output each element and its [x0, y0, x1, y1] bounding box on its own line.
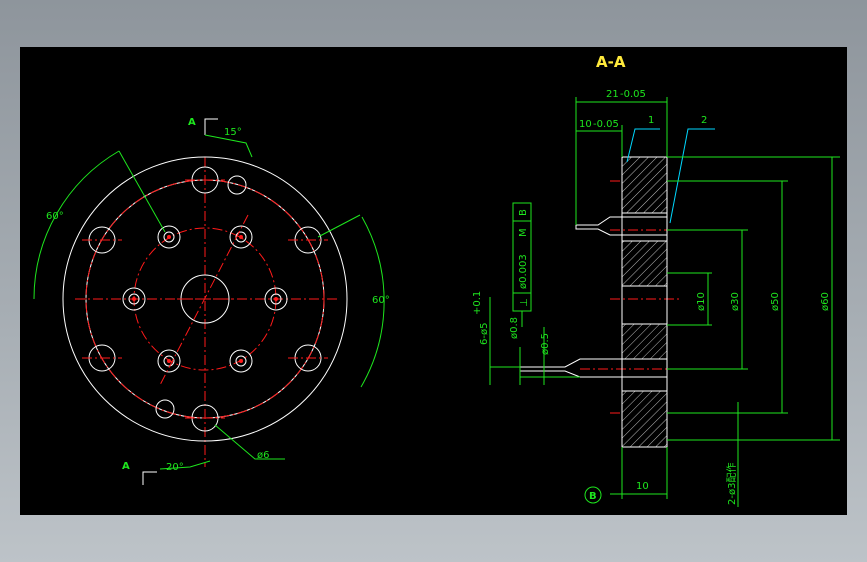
pin-hole-top	[227, 175, 247, 195]
dim-05: ø0.5	[540, 333, 551, 355]
angle-right-label: 60°	[372, 295, 390, 306]
dim-21: 21	[606, 89, 619, 100]
dia-30: ø30	[730, 292, 741, 311]
dia-10: ø10	[696, 292, 707, 311]
hole-dia-label: ø6	[257, 450, 269, 461]
section-title: A-A	[596, 53, 626, 71]
pin-hole-bottom	[155, 399, 175, 419]
nozzle-bottom	[519, 358, 668, 378]
dia-50: ø50	[770, 292, 781, 311]
section-mark-top: A	[188, 117, 196, 128]
tol-datum: B	[518, 209, 529, 216]
datum-b-label: B	[589, 491, 597, 502]
section-line	[159, 214, 249, 386]
tol-symbol: ⊥	[519, 298, 530, 307]
body-hatch-bottom	[621, 390, 668, 448]
hole-leader	[214, 424, 285, 460]
body-hatch-top	[621, 156, 668, 214]
pin-note: 2-ø3配作	[726, 463, 738, 505]
angle-bottom-label: 20°	[166, 462, 184, 473]
geometric-tolerance-frame: ⊥ ø0.003 M B	[512, 202, 532, 312]
cad-viewport[interactable]: A A 15° 20° 60° 60° ø6 A-A 21 -0.05	[20, 47, 847, 515]
inner-holes	[122, 225, 288, 373]
leader-1	[626, 128, 660, 163]
balloon-1: 1	[648, 115, 654, 126]
dim-08: ø0.8	[509, 317, 520, 339]
dia-60: ø60	[820, 292, 831, 311]
drawing-canvas: A A 15° 20° 60° 60° ø6 A-A 21 -0.05	[33, 53, 840, 507]
holes-note-tol: +0.1	[472, 291, 483, 315]
balloon-2: 2	[701, 115, 707, 126]
flange-outer-circle	[62, 156, 348, 442]
section-view: A-A 21 -0.05 10 -0.05 1 2	[472, 53, 840, 507]
body-hatch-mid-top	[621, 240, 668, 287]
section-arrow-bottom	[142, 471, 157, 485]
angle-left-label: 60°	[46, 211, 64, 222]
tol-value: ø0.003	[518, 254, 529, 289]
section-arrow-top	[204, 118, 218, 135]
body-hatch-mid-bottom	[621, 323, 668, 360]
section-mark-bottom: A	[122, 461, 130, 472]
dim-21-tol: -0.05	[620, 89, 646, 100]
nozzle-top	[575, 216, 668, 236]
holes-note: 6-ø5	[479, 323, 490, 345]
dim-10-top-tol: -0.05	[593, 119, 619, 130]
tol-modifier: M	[518, 228, 529, 237]
outer-holes	[82, 166, 328, 432]
front-view: A A 15° 20° 60° 60° ø6	[33, 117, 390, 485]
datum-b-circle	[584, 486, 602, 504]
angle-top-label: 15°	[224, 127, 242, 138]
leader-2	[669, 128, 715, 224]
dim-10-bottom: 10	[636, 481, 649, 492]
dim-10-top: 10	[579, 119, 592, 130]
